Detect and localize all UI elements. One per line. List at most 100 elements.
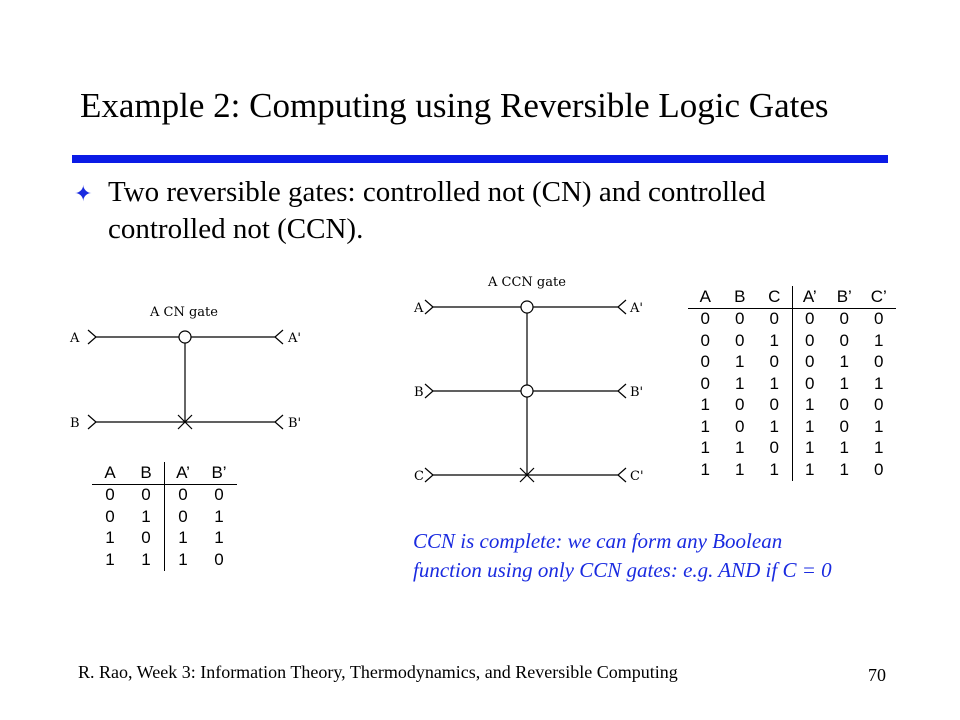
ccn-completeness-note: CCN is complete: we can form any Boolean…: [413, 527, 933, 585]
table-cell: 0: [874, 352, 884, 372]
note-line: function using only CCN gates: e.g. AND …: [413, 558, 832, 582]
table-cell: 1: [214, 506, 224, 526]
cn-gate-diagram: [87, 329, 284, 430]
page-number: 70: [868, 665, 886, 685]
cn-output-a-label: A': [287, 331, 301, 346]
table-cell: 0: [178, 485, 188, 505]
table-header-cell: C: [757, 286, 793, 309]
title-underline: [72, 155, 888, 163]
cn-output-b-label: B': [288, 416, 301, 431]
table-cell: 0: [735, 330, 745, 350]
ccn-output-b-label: B': [630, 385, 643, 400]
table-cell: 1: [128, 549, 165, 571]
table-cell: 0: [128, 484, 165, 506]
table-cell: 0: [805, 373, 815, 393]
footer-text: R. Rao, Week 3: Information Theory, Ther…: [78, 662, 678, 682]
table-cell: 0: [700, 352, 710, 372]
table-cell: 1: [874, 416, 884, 436]
table-cell: 0: [757, 308, 793, 330]
table-cell: 1: [757, 416, 793, 438]
table-cell: 1: [757, 459, 793, 481]
table-cell: 0: [805, 352, 815, 372]
four-pointed-star-icon: ✦: [74, 181, 93, 206]
note-line: CCN is complete: we can form any Boolean: [413, 529, 783, 553]
table-cell: 1: [874, 438, 884, 458]
table-cell: 1: [735, 352, 745, 372]
cn-input-b-label: B: [70, 416, 80, 431]
table-cell: 1: [839, 438, 849, 458]
table-cell: 0: [839, 309, 849, 329]
table-cell: 0: [874, 395, 884, 415]
table-cell: 1: [874, 373, 884, 393]
ccn-gate-diagram: [424, 299, 627, 483]
table-cell: 1: [128, 506, 165, 528]
table-header-row: A B A’ B’: [92, 462, 237, 485]
table-cell: 0: [128, 527, 165, 549]
table-cell: 1: [700, 395, 710, 415]
table-cell: 1: [105, 549, 115, 569]
table-cell: 1: [700, 438, 710, 458]
table-cell: 0: [735, 395, 745, 415]
table-cell: 1: [874, 330, 884, 350]
table-header-cell: A: [688, 286, 723, 309]
table-cell: 0: [757, 351, 793, 373]
cn-input-a-label: A: [69, 331, 80, 346]
table-header-cell: A: [92, 462, 128, 485]
table-cell: 0: [839, 330, 849, 350]
table-header-row: A B C A’ B’ C’: [688, 286, 896, 309]
table-cell: 1: [700, 459, 710, 479]
table-cell: 0: [105, 506, 115, 526]
table-header-cell: B’: [827, 286, 862, 309]
table-header-cell: C’: [861, 286, 896, 309]
cn-gate-title: A CN gate: [149, 305, 218, 320]
table-cell: 0: [214, 549, 224, 569]
table-cell: 0: [700, 373, 710, 393]
table-cell: 0: [839, 395, 849, 415]
table-cell: 1: [178, 549, 188, 569]
table-cell: 1: [178, 528, 188, 548]
table-cell: 1: [735, 438, 745, 458]
table-cell: 1: [757, 330, 793, 352]
table-cell: 0: [105, 485, 115, 505]
table-cell: 0: [735, 309, 745, 329]
bullet-text: Two reversible gates: controlled not (CN…: [108, 176, 766, 245]
table-cell: 0: [178, 506, 188, 526]
ccn-input-b-label: B: [414, 385, 424, 400]
table-cell: 1: [839, 459, 849, 479]
table-cell: 0: [805, 309, 815, 329]
table-cell: 1: [735, 459, 745, 479]
table-header-cell: A’: [792, 286, 827, 309]
table-cell: 1: [805, 438, 815, 458]
table-cell: 1: [805, 395, 815, 415]
table-cell: 1: [105, 528, 115, 548]
table-cell: 0: [757, 394, 793, 416]
table-cell: 1: [805, 416, 815, 436]
table-cell: 0: [805, 330, 815, 350]
table-cell: 1: [757, 373, 793, 395]
table-header-cell: B’: [201, 462, 237, 485]
table-cell: 0: [700, 309, 710, 329]
table-header-cell: B: [128, 462, 165, 485]
table-cell: 0: [214, 485, 224, 505]
table-header-cell: A’: [164, 462, 201, 485]
ccn-output-a-label: A': [629, 301, 643, 316]
table-cell: 0: [839, 416, 849, 436]
table-cell: 0: [700, 330, 710, 350]
table-cell: 1: [735, 373, 745, 393]
table-cell: 0: [735, 416, 745, 436]
ccn-gate-title: A CCN gate: [487, 275, 566, 290]
